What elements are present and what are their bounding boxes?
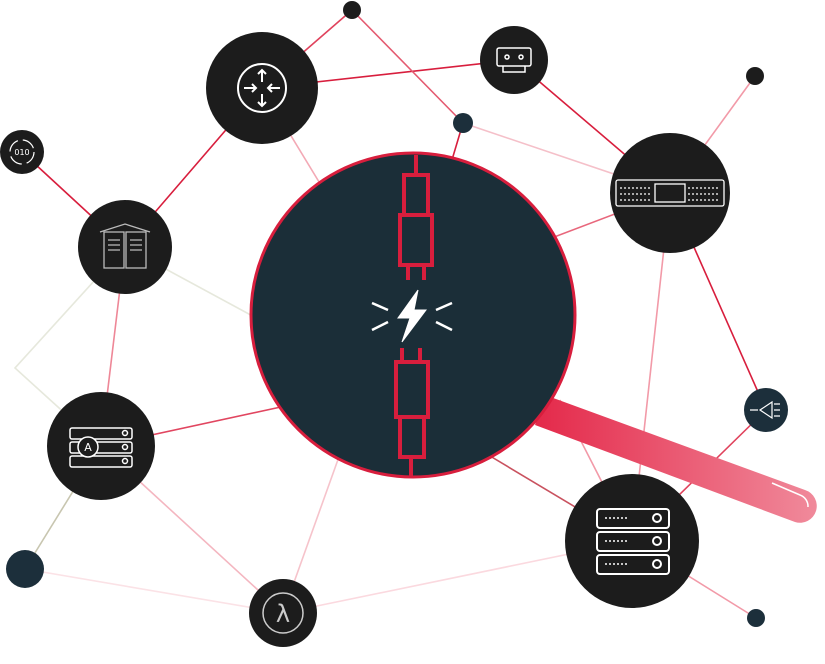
- endpoint-dot[interactable]: [6, 550, 44, 588]
- server-rack-icon: [596, 508, 670, 575]
- endpoint-dot[interactable]: [453, 113, 473, 133]
- binary-sync-icon: [9, 139, 35, 165]
- lambda-node[interactable]: λ: [249, 579, 317, 647]
- broken-cable-icon: [394, 155, 434, 476]
- endpoint-dot[interactable]: [747, 609, 765, 627]
- switch-node[interactable]: [610, 133, 730, 253]
- storage-cabinet-icon: [99, 223, 151, 269]
- binary-sync-node[interactable]: 010: [0, 130, 44, 174]
- signal-node[interactable]: [744, 388, 788, 432]
- binary-label: 010: [14, 148, 29, 157]
- server-badge: A: [84, 441, 92, 454]
- spark-icon: [371, 289, 453, 343]
- endpoint-dot[interactable]: [746, 67, 764, 85]
- hub-node[interactable]: [249, 151, 577, 479]
- switch-panel-icon: [615, 179, 725, 207]
- server-a-node[interactable]: A: [47, 392, 155, 500]
- nic-icon: [496, 47, 532, 73]
- signal-triangle-icon: [750, 400, 780, 420]
- server-a-icon: [69, 427, 133, 468]
- router-node[interactable]: [206, 32, 318, 144]
- server-rack-node[interactable]: [565, 474, 699, 608]
- endpoint-dot[interactable]: [343, 1, 361, 19]
- storage-node[interactable]: [78, 200, 172, 294]
- network-card-node[interactable]: [480, 26, 548, 94]
- signal-beam: [535, 395, 817, 523]
- router-arrows-icon: [237, 63, 287, 113]
- lambda-icon: λ: [276, 600, 290, 628]
